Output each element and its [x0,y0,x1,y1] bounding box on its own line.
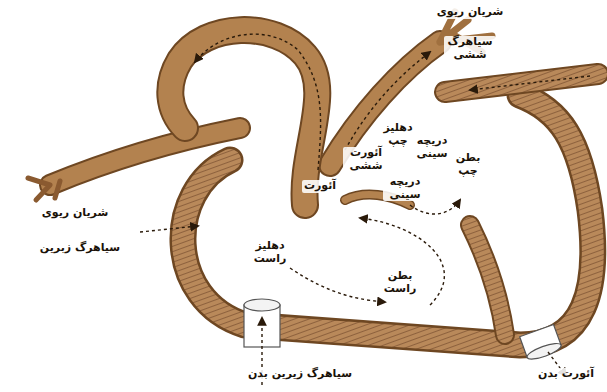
part-label: سیاهرگ ششی [444,36,496,61]
part-label: دهلیز راست [247,240,293,265]
part-label: سیاهرگ زیرین بدن [246,368,354,381]
heart-walls [28,12,598,345]
flow-arrows [140,34,590,385]
part-label: دریچه سینی [410,135,454,160]
aorta-cylinder [520,324,563,362]
part-label: شریان ریوی [435,6,506,19]
part-label: آئورت بدن [536,368,596,381]
part-label: آئورت [302,180,338,193]
part-label: بطن چپ [450,152,486,177]
part-label: دریچه سینی [383,176,427,201]
part-label: سیاهرگ زبرین [38,242,122,255]
part-label: آئورت ششی [343,147,389,172]
part-label: بطن راست [380,270,420,295]
part-label: شریان ریوی [40,207,111,220]
